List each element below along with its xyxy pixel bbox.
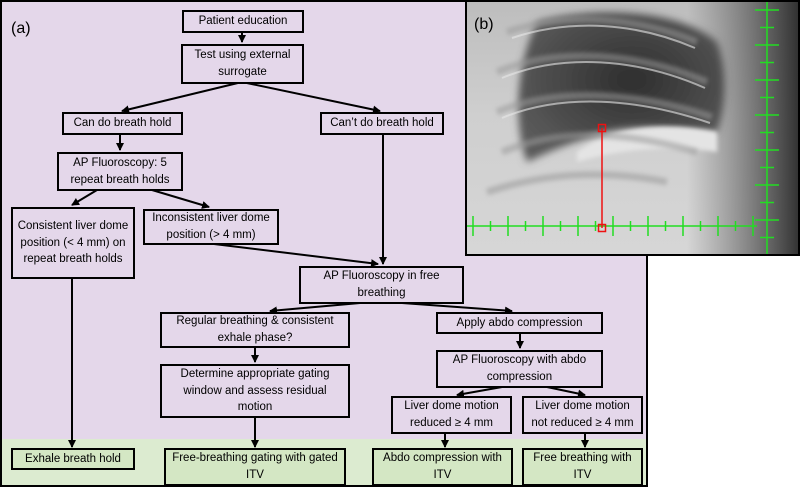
exhale-breath-hold-box: Exhale breath hold xyxy=(11,448,135,470)
arrow-fluoro5-to-consistent xyxy=(71,189,98,206)
consistent-liver-dome-box: Consistent liver dome position (< 4 mm) … xyxy=(11,207,135,279)
green-reference-grid xyxy=(467,2,779,254)
inconsistent-liver-dome-box: Inconsistent liver dome position (> 4 mm… xyxy=(143,209,279,245)
arrow-free-to-regular xyxy=(269,302,361,315)
apply-abdo-compression-box: Apply abdo compression xyxy=(436,312,603,334)
fluoroscopy-image xyxy=(467,2,798,254)
free-breathing-gating-box: Free-breathing gating with gated ITV xyxy=(164,448,346,485)
ap-fluoroscopy-free-breathing-box: AP Fluoroscopy in free breathing xyxy=(299,266,464,304)
arrow-test-to-cant xyxy=(241,81,381,114)
arrow-abdofluoro-to-notreduced xyxy=(546,386,586,398)
test-external-surrogate-box: Test using external surrogate xyxy=(181,44,304,84)
liver-motion-reduced-box: Liver dome motion reduced ≥ 4 mm xyxy=(391,396,512,434)
ap-fluoroscopy-abdo-box: AP Fluoroscopy with abdo compression xyxy=(436,350,603,388)
determine-gating-window-box: Determine appropriate gating window and … xyxy=(160,364,350,418)
arrow-test-to-can xyxy=(121,81,243,114)
patient-education-box: Patient education xyxy=(182,10,304,33)
arrow-free-to-apply xyxy=(401,302,513,315)
arrow-fluoro5-to-inconsistent xyxy=(151,189,210,209)
rib-edges xyxy=(501,24,711,124)
regular-breathing-question-box: Regular breathing & consistent exhale ph… xyxy=(160,312,350,348)
cant-breath-hold-box: Can’t do breath hold xyxy=(320,112,444,135)
liver-motion-not-reduced-box: Liver dome motion not reduced ≥ 4 mm xyxy=(522,396,643,434)
abdo-compression-itv-box: Abdo compression with ITV xyxy=(372,448,513,485)
arrow-inconsistent-to-free xyxy=(213,243,379,268)
panel-label-b: (b) xyxy=(474,16,494,33)
free-breathing-itv-box: Free breathing with ITV xyxy=(522,448,643,485)
flow-arrows xyxy=(68,31,589,448)
fluoroscopy-image-panel xyxy=(465,0,800,256)
lung-region xyxy=(518,12,725,162)
panel-label-a: (a) xyxy=(11,20,31,37)
rib-shadows xyxy=(485,16,714,196)
liver-dome-motion-marker xyxy=(597,123,607,233)
arrow-abdofluoro-to-reduced xyxy=(456,386,503,398)
ap-fluoroscopy-5-holds-box: AP Fluoroscopy: 5 repeat breath holds xyxy=(57,152,183,191)
can-breath-hold-box: Can do breath hold xyxy=(62,112,183,135)
